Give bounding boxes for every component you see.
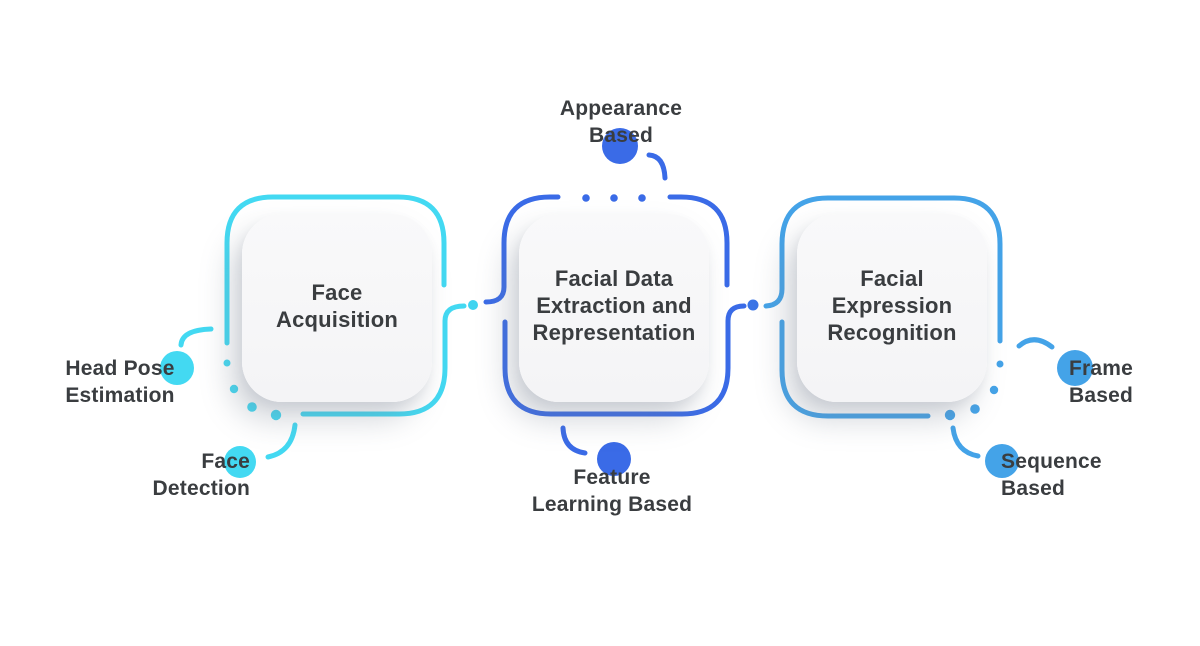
stage2-outline-upper-right [667,194,730,288]
appearance-node-dot [602,128,638,164]
stage1-strokes [178,194,467,460]
stage-title-line: Recognition [827,320,957,345]
stage2-top-trail-dot [582,194,590,202]
satellite-label-face-detection: Face Detection [50,448,250,502]
satellite-label-line: Appearance [559,97,683,120]
satellite-label-line: Estimation [65,384,175,407]
stage3-trail-dot [989,385,999,395]
stage1-outline-upper [224,194,447,346]
stage1-trail-dot [270,409,282,421]
stage2-dots [582,128,646,476]
stage2-feature-connector-arc [560,425,588,456]
stage1-trail-dot [229,384,239,394]
stage-title-line: Facial Data [554,266,674,291]
stage1-trail-dot [247,402,257,412]
satellite-label-line: Face [201,450,250,473]
satellite-label-line: Based [1001,477,1066,500]
stage2-appearance-connector-arc [646,152,668,181]
stage2-top-trail-dot [638,194,646,202]
stage-card-face-acquisition [242,214,432,402]
satellite-label-appearance-based: Appearance Based [521,95,721,149]
stage1-outline-lower [300,303,467,417]
frame-node-dot [1057,350,1093,386]
stage-title-facial-data-extraction: Facial Data Extraction and Representatio… [519,214,709,402]
stage1-head-pose-connector-arc [178,326,214,348]
satellite-label-line: Head Pose [65,357,175,380]
satellite-label-head-pose-estimation: Head Pose Estimation [20,355,220,409]
stage1-trail-dot [223,359,231,367]
stage3-trail-dot [944,409,956,421]
stage-card-facial-data-extraction [519,214,709,402]
feature-node-dot [597,442,631,476]
stage-title-line: Extraction and [536,293,692,318]
stage-title-line: Representation [532,320,696,345]
satellite-label-line: Sequence [1001,450,1102,473]
stage3-trail-dot [970,404,980,414]
sequence-node-dot [985,444,1019,478]
stage3-sequence-connector-arc [950,425,981,459]
stage-title-line: Acquisition [276,306,398,332]
stage3-trail-dot [996,360,1004,368]
stage3-strokes [763,195,1055,459]
face-detection-node-dot [224,446,256,478]
stage-title-facial-expression-recognition: Facial Expression Recognition [797,214,987,402]
stage2-strokes [483,152,747,456]
stage3-outline-lower [779,319,931,419]
stage-title-line: Face [311,279,363,305]
stage3-frame-connector-arc [1016,337,1055,350]
satellite-label-frame-based: Frame Based [1069,355,1200,409]
satellite-label-line: Based [1069,384,1134,407]
link-dot-stage1-stage2 [468,300,478,310]
satellite-label-line: Learning Based [531,493,693,516]
satellite-label-line: Frame [1069,357,1134,380]
stage-title-line: Facial [860,266,924,291]
stage-card-facial-expression-recognition [797,214,987,402]
satellite-label-sequence-based: Sequence Based [1001,448,1171,502]
stage3-dots [944,350,1093,478]
satellite-label-line: Detection [152,477,250,500]
stage2-outline-lower [502,303,747,417]
head-pose-node-dot [160,351,194,385]
satellite-label-line: Based [588,124,654,147]
stage1-face-detection-connector-arc [265,422,298,460]
stage2-outline-upper-left [483,194,561,305]
stage-title-face-acquisition: Face Acquisition [242,214,432,402]
satellite-label-line: Feature [573,466,651,489]
link-dot-stage2-stage3 [747,299,759,311]
stage-title-line: Expression [831,293,953,318]
satellite-label-feature-learning-based: Feature Learning Based [497,464,727,518]
stage1-dots [160,351,282,478]
stage2-top-trail-dot [610,194,618,202]
stage3-outline-upper [763,195,1003,344]
